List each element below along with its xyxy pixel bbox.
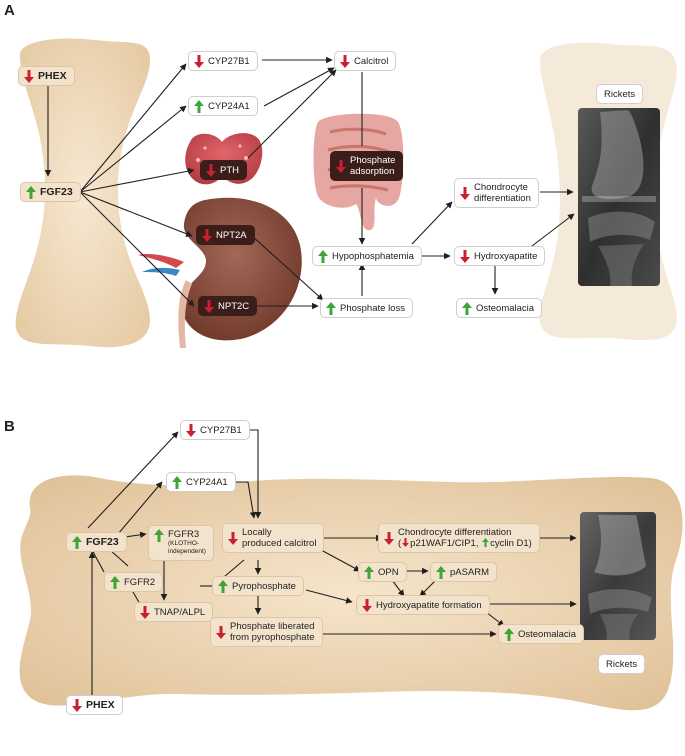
- node-b-cyp24a1: CYP24A1: [166, 472, 236, 492]
- up-arrow-icon: [462, 301, 472, 315]
- panel-letter-a: A: [4, 2, 15, 19]
- node-b-osteomalacia: Osteomalacia: [498, 624, 585, 644]
- node-a-hydroxyapatite: Hydroxyapatite: [454, 246, 546, 266]
- down-arrow-icon: [384, 531, 394, 545]
- up-arrow-icon: [72, 535, 82, 549]
- up-arrow-icon: [154, 529, 164, 542]
- node-b-hydroxyapatite: Hydroxyapatite formation: [356, 595, 490, 615]
- up-arrow-icon: [110, 575, 120, 589]
- down-arrow-icon: [460, 186, 470, 200]
- xray-b: [580, 512, 656, 640]
- up-arrow-icon: [436, 565, 446, 579]
- down-arrow-icon: [72, 698, 82, 712]
- node-b-calcitriol: Locally produced calcitrol: [222, 523, 325, 553]
- node-a-phosphate-loss: Phosphate loss: [320, 298, 413, 318]
- down-arrow-icon: [194, 54, 204, 68]
- node-b-opn: OPN: [358, 562, 407, 582]
- down-arrow-icon: [228, 531, 238, 545]
- xray-a: [578, 108, 660, 286]
- node-b-rickets: Rickets: [598, 654, 646, 674]
- node-b-phex: PHEX: [66, 695, 123, 715]
- node-b-fgfr2: FGFR2: [104, 572, 164, 592]
- up-arrow-icon: [364, 565, 374, 579]
- node-b-chondrocyte: Chondrocyte differentiation (p21WAF1/CIP…: [378, 523, 540, 553]
- down-arrow-icon: [24, 69, 34, 83]
- node-a-chondrocyte: Chondrocyte differentiation: [454, 178, 539, 208]
- down-arrow-icon: [140, 605, 150, 619]
- node-a-npt2a: NPT2A: [196, 225, 255, 245]
- node-a-rickets: Rickets: [596, 84, 644, 104]
- node-a-phosphate-absorption: Phosphate adsorption: [330, 151, 404, 181]
- node-b-pasarm: pASARM: [430, 562, 498, 582]
- kidney-illustration: [138, 197, 302, 348]
- up-arrow-icon: [26, 185, 36, 199]
- down-arrow-icon: [402, 538, 410, 547]
- down-arrow-icon: [204, 299, 214, 313]
- up-arrow-icon: [482, 538, 490, 547]
- down-arrow-icon: [362, 598, 372, 612]
- down-arrow-icon: [336, 159, 346, 173]
- node-a-npt2c: NPT2C: [198, 296, 258, 316]
- down-arrow-icon: [186, 423, 196, 437]
- down-arrow-icon: [216, 625, 226, 639]
- node-a-phex: PHEX: [18, 66, 75, 86]
- down-arrow-icon: [202, 228, 212, 242]
- node-a-calcitriol: Calcitrol: [334, 51, 397, 71]
- node-a-hypophosphatemia: Hypophosphatemia: [312, 246, 422, 266]
- node-a-pth: PTH: [200, 160, 247, 180]
- node-b-fgf23: FGF23: [66, 532, 127, 552]
- node-b-tnap: TNAP/ALPL: [134, 602, 214, 622]
- connectors-panel-a: [44, 56, 575, 310]
- up-arrow-icon: [504, 627, 514, 641]
- up-arrow-icon: [194, 99, 204, 113]
- up-arrow-icon: [172, 475, 182, 489]
- panel-letter-b: B: [4, 418, 15, 435]
- node-b-pyrophosphate: Pyrophosphate: [212, 576, 304, 596]
- node-b-fgfr3: FGFR3 (KLOTHO- independent): [148, 525, 214, 561]
- chondrocyte-markers: (p21WAF1/CIP1, cyclin D1): [398, 538, 532, 549]
- down-arrow-icon: [206, 163, 216, 177]
- node-a-cyp27b1: CYP27B1: [188, 51, 258, 71]
- down-arrow-icon: [340, 54, 350, 68]
- up-arrow-icon: [326, 301, 336, 315]
- node-a-cyp24a1: CYP24A1: [188, 96, 258, 116]
- up-arrow-icon: [318, 249, 328, 263]
- up-arrow-icon: [218, 579, 228, 593]
- node-a-osteomalacia: Osteomalacia: [456, 298, 543, 318]
- node-b-cyp27b1: CYP27B1: [180, 420, 250, 440]
- down-arrow-icon: [460, 249, 470, 263]
- node-b-phosphate-liberated: Phosphate liberated from pyrophosphate: [210, 617, 323, 647]
- node-a-fgf23: FGF23: [20, 182, 81, 202]
